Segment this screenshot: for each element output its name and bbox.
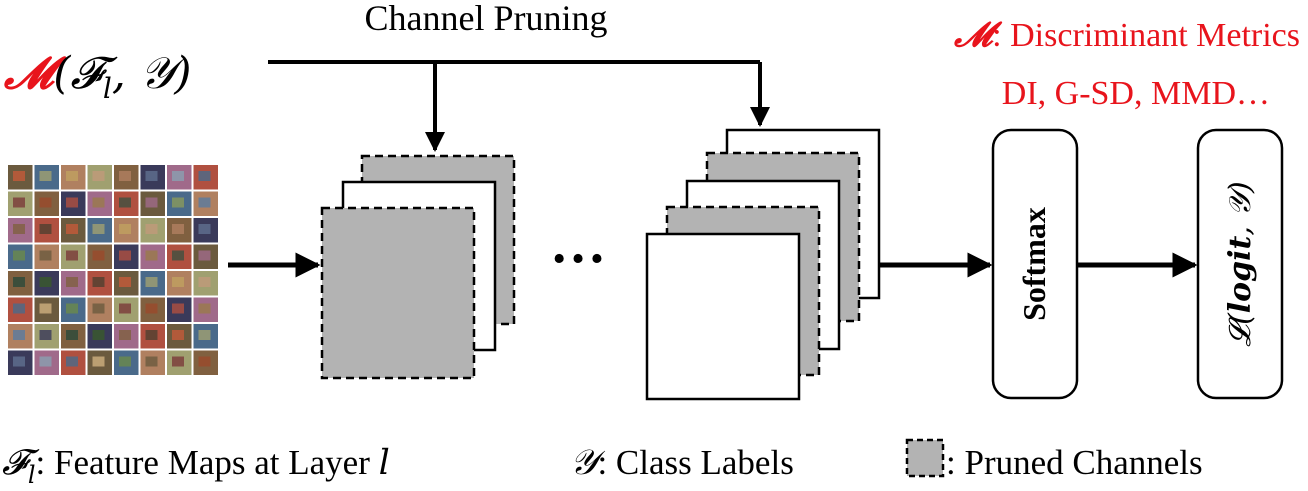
input-thumbnail-detail	[66, 197, 78, 208]
pruning-connectors	[268, 60, 770, 152]
feature-stack-second	[645, 128, 881, 401]
input-thumbnail-detail	[172, 356, 184, 367]
legend-feature-sub: l	[28, 461, 36, 489]
loss-box	[1196, 128, 1284, 400]
legend-labels: 𝒴: Class Labels	[570, 443, 794, 483]
input-image-grid	[8, 165, 218, 375]
input-thumbnail-detail	[119, 171, 131, 181]
ellipsis: …	[550, 213, 606, 275]
input-thumbnail-detail	[145, 171, 158, 181]
input-thumbnail-detail	[172, 277, 184, 287]
feature-stack-first	[320, 154, 516, 380]
input-thumbnail-detail	[172, 171, 184, 181]
input-thumbnail-detail	[198, 250, 211, 261]
input-thumbnail-detail	[13, 197, 25, 208]
input-thumbnail-detail	[119, 197, 131, 208]
legend-label-text: : Class Labels	[597, 443, 793, 482]
input-thumbnail-detail	[172, 250, 184, 261]
input-thumbnail-detail	[39, 303, 52, 314]
input-thumbnail-detail	[39, 171, 52, 181]
metrics-note-line2: DI, G-SD, MMD…	[1002, 75, 1270, 112]
input-thumbnail-detail	[39, 250, 52, 261]
loss-logit: logit	[1223, 235, 1258, 313]
loss-suffix: , 𝒴)	[1223, 181, 1258, 235]
input-thumbnail-detail	[172, 197, 184, 208]
title: Channel Pruning	[365, 0, 608, 38]
input-thumbnail-detail	[13, 171, 25, 181]
input-thumbnail-detail	[119, 330, 131, 340]
input-thumbnail-detail	[198, 224, 211, 234]
input-thumbnail-detail	[145, 250, 158, 261]
input-args-rest: , 𝒴)	[112, 48, 192, 99]
input-thumbnail-detail	[119, 277, 131, 287]
input-thumbnail-detail	[198, 277, 211, 287]
input-thumbnail-detail	[145, 224, 158, 234]
input-thumbnail-detail	[198, 197, 211, 208]
input-thumbnail-detail	[13, 330, 25, 340]
input-thumbnail-detail	[13, 277, 25, 287]
input-thumbnail-detail	[66, 303, 78, 314]
input-thumbnail-detail	[66, 250, 78, 261]
input-thumbnail-detail	[13, 303, 25, 314]
input-args-sub: l	[103, 72, 112, 105]
input-thumbnail-detail	[92, 224, 105, 234]
input-thumbnail-detail	[145, 197, 158, 208]
input-thumbnail-detail	[145, 277, 158, 287]
legend-pruned-text: : Pruned Channels	[946, 443, 1203, 482]
input-thumbnail-detail	[119, 303, 131, 314]
input-thumbnail-detail	[92, 171, 105, 181]
input-thumbnail-detail	[198, 303, 211, 314]
input-thumbnail-detail	[39, 330, 52, 340]
input-thumbnail-detail	[39, 224, 52, 234]
input-thumbnail-detail	[92, 277, 105, 287]
loss-prefix: 𝓛(	[1223, 312, 1258, 347]
input-thumbnail-detail	[198, 171, 211, 181]
input-thumbnail-detail	[66, 356, 78, 367]
input-thumbnail-detail	[172, 330, 184, 340]
softmax-label: Softmax	[1016, 207, 1052, 321]
softmax-block: Softmax	[991, 128, 1079, 400]
input-thumbnail-detail	[13, 224, 25, 234]
pruned-channel	[320, 206, 476, 380]
legend-feature: 𝓕l: Feature Maps at Layer l	[2, 443, 390, 489]
legend-feature-layer: l	[379, 443, 390, 483]
input-expression: 𝓜(𝓕l, 𝒴)	[3, 48, 192, 105]
feature-channel	[645, 232, 801, 401]
input-thumbnail-detail	[92, 303, 105, 314]
metrics-note-text: : Discriminant Metrics	[992, 17, 1300, 54]
loss-block: 𝓛(logit, 𝒴)	[1196, 128, 1284, 400]
input-thumbnail-detail	[66, 277, 78, 287]
input-thumbnail-detail	[119, 250, 131, 261]
input-thumbnail-detail	[172, 303, 184, 314]
input-thumbnail-detail	[39, 277, 52, 287]
legend: 𝓕l: Feature Maps at Layer l 𝒴: Class Lab…	[2, 438, 1203, 489]
input-thumbnail-detail	[66, 330, 78, 340]
input-thumbnail-detail	[13, 250, 25, 261]
loss-label: 𝓛(logit, 𝒴)	[1223, 181, 1258, 346]
input-expression-text: 𝓜(𝓕l, 𝒴)	[3, 48, 192, 105]
input-thumbnail-detail	[66, 171, 78, 181]
legend-pruned-swatch	[905, 438, 945, 478]
input-thumbnail-detail	[39, 197, 52, 208]
input-thumbnail-detail	[198, 356, 211, 367]
input-thumbnail-detail	[92, 330, 105, 340]
input-thumbnail-detail	[172, 224, 184, 234]
input-thumbnail-detail	[198, 330, 211, 340]
input-thumbnail-detail	[145, 330, 158, 340]
input-thumbnail-detail	[119, 224, 131, 234]
input-thumbnail-detail	[92, 356, 105, 367]
input-thumbnail-detail	[39, 356, 52, 367]
legend-feature-text: : Feature Maps at Layer	[36, 443, 379, 482]
input-thumbnail-detail	[92, 197, 105, 208]
input-thumbnail-detail	[13, 356, 25, 367]
input-thumbnail-detail	[66, 224, 78, 234]
input-thumbnail-detail	[145, 356, 158, 367]
input-thumbnail-detail	[145, 303, 158, 314]
input-thumbnail-detail	[92, 250, 105, 261]
input-thumbnail-detail	[119, 356, 131, 367]
metrics-note: 𝓜: Discriminant Metrics DI, G-SD, MMD…	[953, 15, 1300, 112]
metrics-note-line1: 𝓜: Discriminant Metrics	[953, 15, 1300, 55]
